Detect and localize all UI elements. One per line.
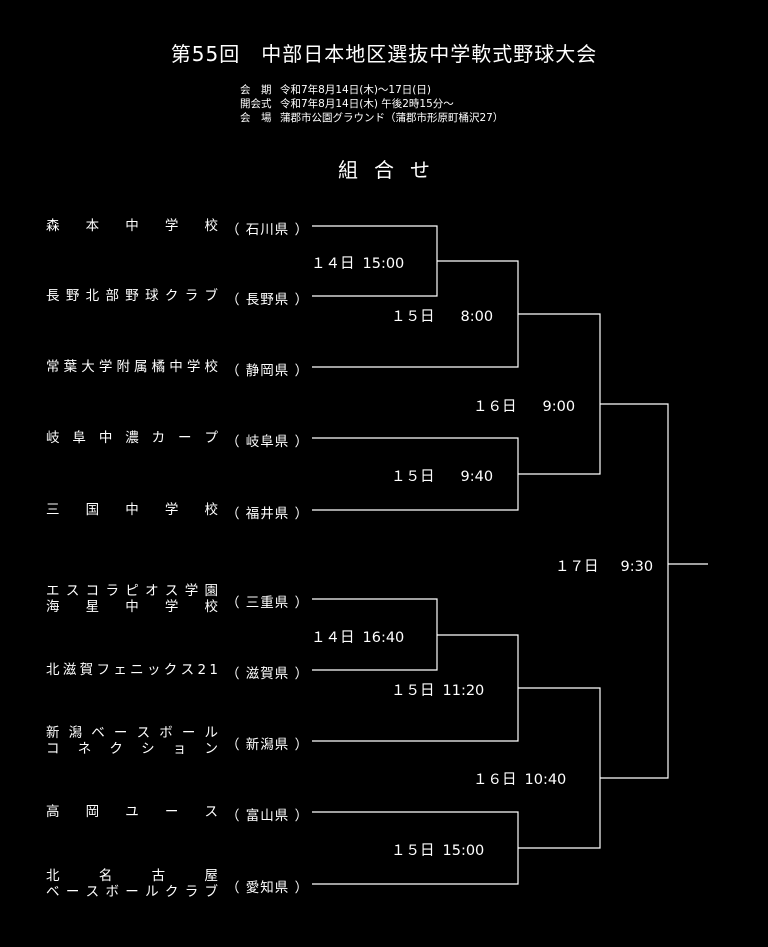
info-period-label: 会 期 (240, 84, 272, 96)
match-date: １４日 (311, 630, 355, 646)
team-name: 長野北部野球クラブ (46, 288, 218, 304)
info-opening-label: 開会式 (240, 98, 272, 110)
info-period-value: 令和7年8月14日(木)～17日(日) (280, 84, 431, 96)
team-name: 新潟ベースボール (46, 725, 218, 741)
team-prefecture: （ 静岡県 ） (226, 363, 310, 379)
match-time: 8:00 (460, 309, 494, 325)
team-name: 高岡ユース (46, 804, 218, 820)
team-name: 常葉大学附属橘中学校 (46, 359, 218, 375)
match-time: 10:40 (524, 772, 567, 788)
match-time: 15:00 (442, 843, 485, 859)
team-prefecture: （ 岐阜県 ） (226, 434, 310, 450)
match-label-2: １５日 8:00 (391, 305, 493, 326)
bracket-heading: 組合せ (338, 158, 446, 182)
match-label-7: １５日 11:20 (391, 679, 484, 700)
team-name: 三国中学校 (46, 502, 218, 518)
info-venue-label: 会 場 (240, 112, 272, 124)
info-opening: 開会式令和7年8月14日(木) 午後2時15分～ (240, 96, 454, 111)
match-label-5: １７日 9:30 (555, 555, 653, 576)
match-date: １５日 (391, 683, 435, 699)
info-venue-value: 蒲郡市公園グラウンド（蒲郡市形原町桶沢27） (280, 112, 504, 124)
team-prefecture: （ 福井県 ） (226, 506, 310, 522)
team-entry-6: エスコラピオス学園 海星中学校 (46, 583, 218, 615)
match-label-1: １４日 15:00 (311, 252, 404, 273)
match-date: １５日 (391, 469, 435, 485)
team-entry-3: 常葉大学附属橘中学校 (46, 359, 218, 375)
team-name: 北名古屋 (46, 868, 218, 884)
team-prefecture: （ 石川県 ） (226, 222, 310, 238)
team-entry-5: 三国中学校 (46, 502, 218, 518)
team-name: 海星中学校 (46, 599, 218, 615)
info-venue: 会 場蒲郡市公園グラウンド（蒲郡市形原町桶沢27） (240, 110, 503, 125)
match-label-8: １６日 10:40 (473, 768, 566, 789)
match-time: 9:30 (620, 559, 654, 575)
match-time: 15:00 (362, 256, 405, 272)
page-title: 第55回 中部日本地区選抜中学軟式野球大会 (170, 42, 598, 66)
team-prefecture: （ 愛知県 ） (226, 880, 310, 896)
match-label-3: １６日 9:00 (473, 395, 575, 416)
team-entry-1: 森本中学校 (46, 218, 218, 234)
team-name: エスコラピオス学園 (46, 583, 218, 599)
team-prefecture: （ 新潟県 ） (226, 737, 310, 753)
match-date: １６日 (473, 772, 517, 788)
team-entry-2: 長野北部野球クラブ (46, 288, 218, 304)
info-period: 会 期令和7年8月14日(木)～17日(日) (240, 82, 431, 97)
bracket-line-sf-top (518, 313, 601, 475)
match-label-6: １４日 16:40 (311, 626, 404, 647)
match-time: 16:40 (362, 630, 405, 646)
info-opening-value: 令和7年8月14日(木) 午後2時15分～ (280, 98, 454, 110)
team-entry-9: 高岡ユース (46, 804, 218, 820)
team-prefecture: （ 三重県 ） (226, 595, 310, 611)
match-time: 11:20 (442, 683, 485, 699)
bracket-line-final (600, 403, 669, 779)
team-name: コネクション (46, 741, 218, 757)
match-date: １５日 (391, 309, 435, 325)
match-label-4: １５日 9:40 (391, 465, 493, 486)
match-date: １６日 (473, 399, 517, 415)
team-entry-10: 北名古屋 ベースボールクラブ (46, 868, 218, 900)
team-prefecture: （ 滋賀県 ） (226, 666, 310, 682)
match-time: 9:40 (460, 469, 494, 485)
team-entry-8: 新潟ベースボール コネクション (46, 725, 218, 757)
team-prefecture: （ 富山県 ） (226, 808, 310, 824)
match-date: １５日 (391, 843, 435, 859)
team-prefecture: （ 長野県 ） (226, 292, 310, 308)
match-date: １７日 (555, 559, 599, 575)
bracket-line-sf-bottom (518, 687, 601, 849)
team-name: ベースボールクラブ (46, 884, 218, 900)
match-date: １４日 (311, 256, 355, 272)
team-name: 森本中学校 (46, 218, 218, 234)
team-entry-4: 岐阜中濃カープ (46, 430, 218, 446)
match-time: 9:00 (542, 399, 576, 415)
team-name: 岐阜中濃カープ (46, 430, 218, 446)
match-label-9: １５日 15:00 (391, 839, 484, 860)
